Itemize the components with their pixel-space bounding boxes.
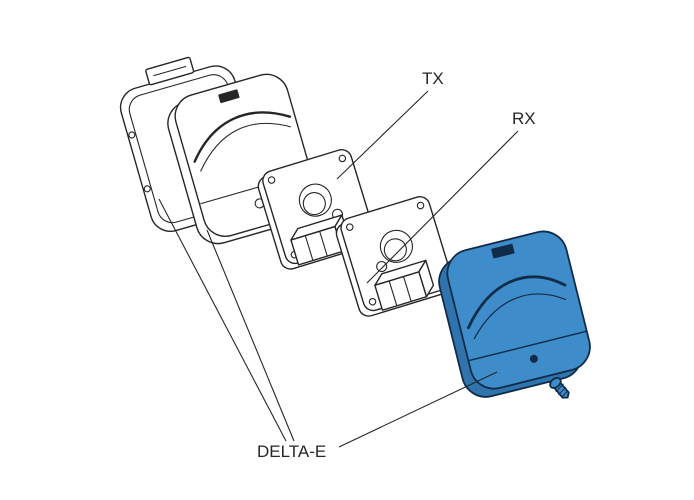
screw-thread bbox=[555, 383, 564, 393]
screw-thread bbox=[558, 386, 567, 396]
leader-line-delta-right bbox=[338, 371, 498, 448]
tx-corner-hole bbox=[267, 176, 276, 184]
blue-cover-lens-curve bbox=[467, 275, 567, 330]
back-box-screw-hole bbox=[143, 185, 151, 193]
back-box-knockout-line bbox=[153, 65, 187, 77]
white-cover-lens-curve bbox=[193, 111, 292, 163]
fixing-screw bbox=[549, 377, 570, 399]
blue-cover-split-line bbox=[468, 330, 587, 362]
leader-line-delta-left-2 bbox=[206, 229, 295, 442]
blue-cover-logo bbox=[491, 243, 515, 259]
rx-corner-hole bbox=[368, 297, 377, 306]
label-delta-e: DELTA-E bbox=[257, 442, 326, 461]
label-tx: TX bbox=[422, 69, 444, 88]
tx-lens-inner-circle bbox=[302, 192, 326, 216]
tx-terminal-divider bbox=[304, 235, 314, 261]
rx-lens-circle bbox=[379, 229, 413, 263]
tx-corner-hole bbox=[338, 154, 347, 163]
screw-thread bbox=[561, 390, 568, 398]
delta-e-blue-cover bbox=[438, 230, 591, 398]
blue-cover-front bbox=[446, 230, 591, 390]
screw-head bbox=[549, 377, 562, 389]
tx-lens-circle bbox=[298, 183, 332, 217]
leader-line-rx bbox=[366, 130, 519, 284]
blue-cover-screw-hole bbox=[529, 354, 538, 363]
tx-terminal-divider bbox=[319, 231, 328, 257]
rx-terminal-block bbox=[374, 271, 428, 311]
label-rx: RX bbox=[512, 109, 536, 128]
back-box-screw-hole bbox=[128, 131, 136, 139]
leader-line-tx bbox=[336, 90, 429, 180]
white-cover-lens-curve-inner bbox=[200, 122, 291, 172]
rx-corner-hole bbox=[416, 201, 425, 210]
rx-small-hole bbox=[376, 260, 388, 273]
white-cover-logo bbox=[218, 89, 240, 104]
rx-terminal-divider bbox=[403, 276, 412, 302]
rx-lens-inner-circle bbox=[383, 238, 407, 262]
leader-line-delta-left-1 bbox=[158, 198, 287, 442]
rx-terminal-divider bbox=[388, 280, 398, 306]
blue-cover-lens-curve-inner bbox=[473, 293, 567, 340]
rx-corner-hole bbox=[346, 223, 354, 231]
